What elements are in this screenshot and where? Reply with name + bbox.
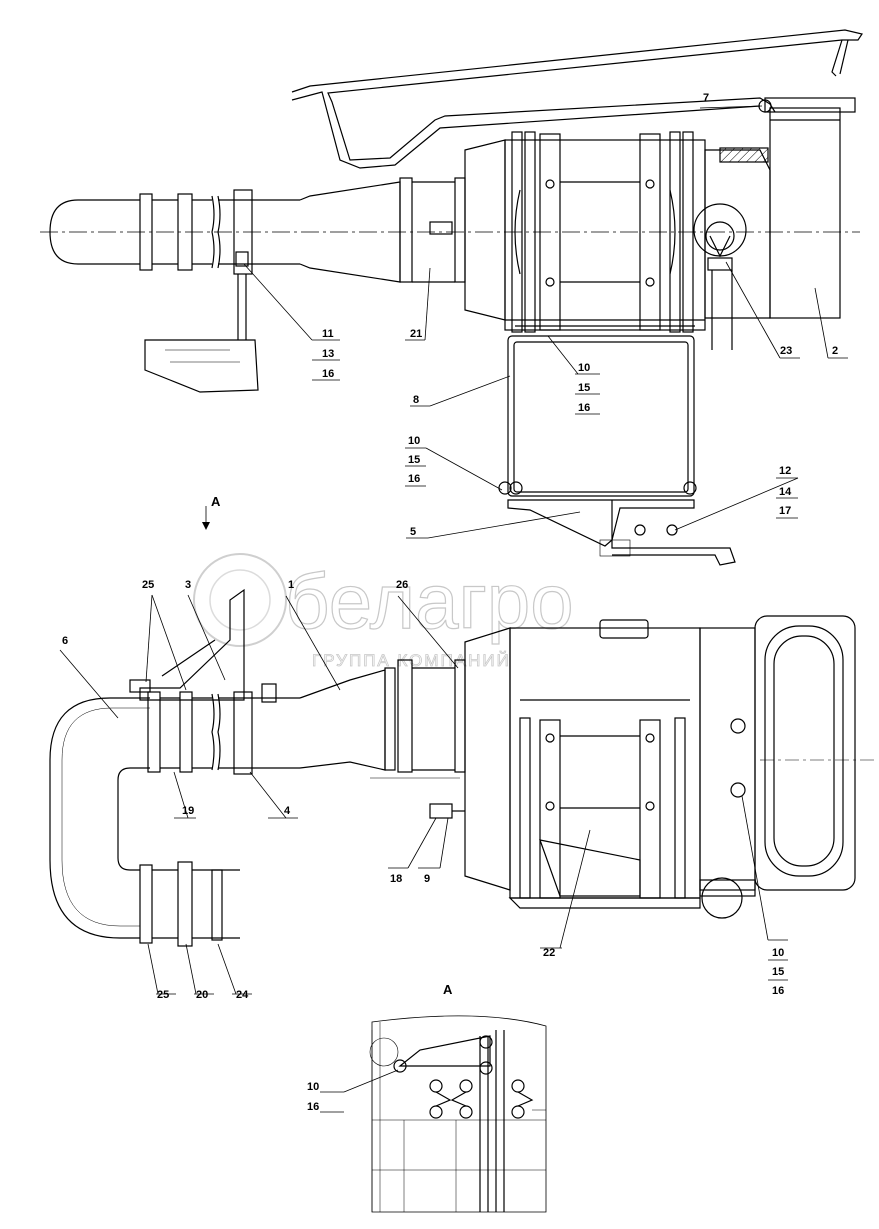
callout-23: 23 <box>780 345 792 357</box>
top-view-labels: 7 11 13 16 21 10 15 16 23 2 8 10 15 16 1… <box>211 92 838 538</box>
front-view-leaders <box>59 594 788 995</box>
callout-17: 17 <box>779 505 791 517</box>
watermark: белагро ГРУППА КОМПАНИЙ <box>193 553 574 670</box>
callout-24: 24 <box>236 989 249 1001</box>
callout-2: 2 <box>832 345 838 357</box>
callout-21: 21 <box>410 328 422 340</box>
callout-1: 1 <box>288 579 294 591</box>
callout-25: 25 <box>142 579 154 591</box>
callout-10: 10 <box>578 362 590 374</box>
callout-19: 19 <box>182 805 194 817</box>
callout-25: 25 <box>157 989 169 1001</box>
view-a-marker: A <box>211 494 221 509</box>
callout-26: 26 <box>396 579 408 591</box>
callout-10: 10 <box>307 1081 319 1093</box>
callout-15: 15 <box>578 382 590 394</box>
callout-9: 9 <box>424 873 430 885</box>
watermark-brand: белагро <box>285 557 574 645</box>
callout-18: 18 <box>390 873 402 885</box>
detail-view-labels: 10 16 <box>307 1081 319 1113</box>
front-view-labels: 25 3 1 26 6 19 4 18 9 22 10 15 16 25 20 … <box>62 579 784 1001</box>
callout-4: 4 <box>284 805 291 817</box>
callout-15: 15 <box>408 454 420 466</box>
callout-20: 20 <box>196 989 208 1001</box>
top-view-leaders <box>205 105 848 539</box>
callout-16: 16 <box>307 1101 319 1113</box>
callout-14: 14 <box>779 486 792 498</box>
callout-16: 16 <box>322 368 334 380</box>
callout-10: 10 <box>772 947 784 959</box>
callout-13: 13 <box>322 348 334 360</box>
callout-12: 12 <box>779 465 791 477</box>
view-arrow <box>202 522 210 530</box>
front-view <box>49 588 875 947</box>
callout-11: 11 <box>322 328 334 340</box>
detail-view-leaders <box>320 1069 399 1113</box>
callout-10: 10 <box>408 435 420 447</box>
callout-16: 16 <box>408 473 420 485</box>
callout-3: 3 <box>185 579 191 591</box>
callout-16: 16 <box>772 985 784 997</box>
callout-5: 5 <box>410 526 416 538</box>
callout-15: 15 <box>772 966 784 978</box>
detail-view-title: A <box>443 982 453 997</box>
callout-8: 8 <box>413 394 419 406</box>
callout-6: 6 <box>62 635 68 647</box>
detail-view <box>369 1015 547 1213</box>
top-view <box>40 29 863 566</box>
callout-22: 22 <box>543 947 555 959</box>
callout-7: 7 <box>703 92 709 104</box>
callout-16: 16 <box>578 402 590 414</box>
